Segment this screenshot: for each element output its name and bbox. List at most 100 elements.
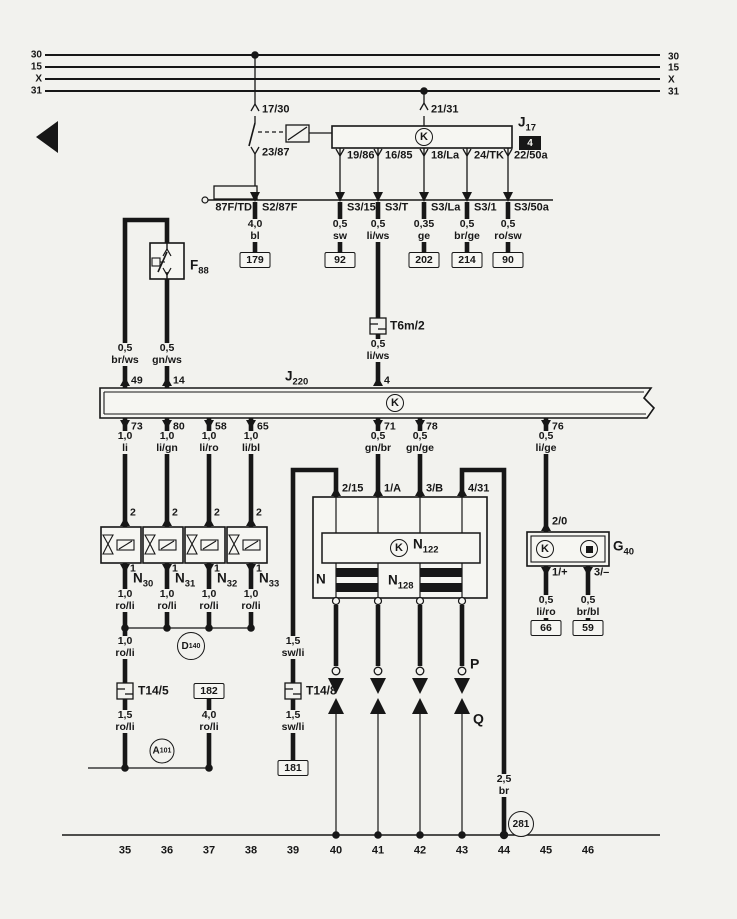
k-diagnostic-icon-relay: K <box>415 128 433 146</box>
connector-label-t14-5: T14/5 <box>138 683 169 698</box>
track-number-45: 45 <box>539 844 553 857</box>
lead-label-p: P <box>470 655 480 672</box>
connector-label-t6m2: T6m/2 <box>390 318 425 333</box>
wire-destination-181: 181 <box>277 760 309 776</box>
component-label-f88: F88 <box>190 257 209 277</box>
k-diagnostic-icon-j220: K <box>386 394 404 412</box>
injector-pin-2: 2 <box>172 506 178 519</box>
wire-destination-202: 202 <box>408 252 440 268</box>
coil-pin-2-15: 2/15 <box>342 482 364 495</box>
coil-pin-3-b: 3/B <box>426 482 444 495</box>
injector-pin-2: 2 <box>256 506 262 519</box>
reference-circle-281: 281 <box>508 811 534 837</box>
injector-pin-2: 2 <box>130 506 136 519</box>
j220-pin-80: 80 <box>173 420 185 433</box>
sensor-square-icon <box>585 545 593 553</box>
track-number-44: 44 <box>497 844 511 857</box>
j220-pin-14: 14 <box>173 374 185 387</box>
bus-label-30-left: 30 <box>30 49 42 61</box>
injector-pin-2: 2 <box>214 506 220 519</box>
relay-terminal-22-50a: 22/50a <box>514 149 548 162</box>
track-number-35: 35 <box>118 844 132 857</box>
terminal-strip-graphics <box>201 185 553 204</box>
relay-terminal-24-tk: 24/TK <box>474 149 504 162</box>
j220-pin-71: 71 <box>384 420 396 433</box>
coil-pin-4-31: 4/31 <box>468 482 490 495</box>
k-diagnostic-icon-g40: K <box>536 540 554 558</box>
hall-sensor-icon <box>580 540 598 558</box>
strip-label-s3-50a: S3/50a <box>514 201 549 214</box>
strip-label-s2-87f: S2/87F <box>262 201 298 214</box>
j220-pin-65: 65 <box>257 420 269 433</box>
component-label-j17: J17 <box>518 114 537 134</box>
j220-pin-78: 78 <box>426 420 438 433</box>
wire-destination-214: 214 <box>451 252 483 268</box>
track-number-40: 40 <box>329 844 343 857</box>
bus-label-15-left: 15 <box>30 61 42 73</box>
component-label-n33: N33 <box>259 570 280 590</box>
component-label-j220: J220 <box>285 368 309 388</box>
lead-label-q: Q <box>473 710 484 727</box>
component-label-n: N <box>316 571 326 587</box>
relay-terminal-18-la: 18/La <box>431 149 460 162</box>
g40-pin-1-plus: 1/+ <box>552 566 568 579</box>
component-label-n30: N30 <box>133 570 154 590</box>
injector-valves-graphics <box>100 517 268 628</box>
relay-terminal-21-31: 21/31 <box>431 103 459 116</box>
strip-label-s3-t: S3/T <box>385 201 409 214</box>
connector-label-t14-8: T14/8 <box>306 683 337 698</box>
j220-pin-58: 58 <box>215 420 227 433</box>
strip-label-s3-1: S3/1 <box>474 201 497 214</box>
wire-destination-66: 66 <box>530 620 562 636</box>
track-number-46: 46 <box>581 844 595 857</box>
bus-label-x-right: X <box>668 74 675 86</box>
wire-destination-90: 90 <box>492 252 524 268</box>
track-number-43: 43 <box>455 844 469 857</box>
bus-label-30-right: 30 <box>668 51 680 63</box>
bus-label-15-right: 15 <box>668 62 680 74</box>
g40-pin-2-0: 2/0 <box>552 515 568 528</box>
relay-j17-graphics <box>248 51 513 200</box>
track-number-41: 41 <box>371 844 385 857</box>
track-number-38: 38 <box>244 844 258 857</box>
page-continuation-arrow-icon <box>36 121 58 153</box>
component-label-n128: N128 <box>388 572 414 592</box>
track-number-37: 37 <box>202 844 216 857</box>
bus-label-x-left: X <box>35 73 42 85</box>
wire-destination-59: 59 <box>572 620 604 636</box>
relay-terminal-16-85: 16/85 <box>385 149 413 162</box>
component-label-n32: N32 <box>217 570 238 590</box>
injector-pin-1: 1 <box>214 562 220 575</box>
injector-pin-1: 1 <box>172 562 178 575</box>
track-number-36: 36 <box>160 844 174 857</box>
injector-pin-1: 1 <box>130 562 136 575</box>
track-number-42: 42 <box>413 844 427 857</box>
bus-label-31-right: 31 <box>668 86 680 98</box>
strip-label-87f-td: 87F/TD <box>215 201 252 214</box>
k-diagnostic-icon-n122: K <box>390 539 408 557</box>
j220-pin-49: 49 <box>131 374 143 387</box>
relay-terminal-19-86: 19/86 <box>347 149 375 162</box>
